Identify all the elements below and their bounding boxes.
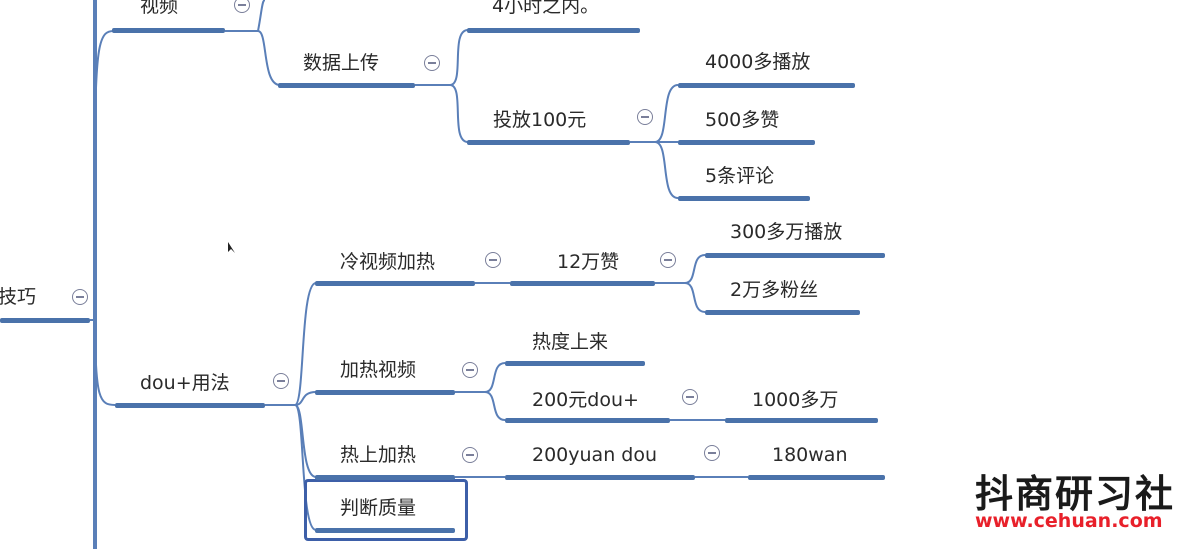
branch-underline [678, 196, 810, 201]
collapse-icon[interactable] [424, 55, 440, 71]
node-hot-boost[interactable]: 热上加热 [340, 444, 417, 466]
node-judge-quality[interactable]: 判断质量 [340, 497, 417, 519]
collapse-icon[interactable] [234, 0, 250, 13]
mouse-cursor-icon [228, 242, 235, 253]
node-dou-usage[interactable]: dou+用法 [140, 372, 230, 394]
node-cold-video-boost[interactable]: 冷视频加热 [340, 251, 436, 273]
node-fans-20k[interactable]: 2万多粉丝 [730, 279, 819, 301]
collapse-icon[interactable] [485, 252, 501, 268]
node-plays-4000[interactable]: 4000多播放 [705, 51, 811, 73]
watermark-title: 抖商研习社 [975, 472, 1176, 516]
branch-underline [467, 140, 630, 145]
branch-underline [315, 390, 455, 395]
collapse-icon[interactable] [273, 373, 289, 389]
collapse-icon[interactable] [660, 252, 676, 268]
branch-underline [0, 318, 90, 323]
node-comments-5[interactable]: 5条评论 [705, 165, 775, 187]
branch-underline [315, 528, 455, 533]
node-data-upload[interactable]: 数据上传 [303, 52, 380, 74]
selected-node-frame [304, 479, 468, 541]
branch-underline [725, 418, 878, 423]
collapse-icon[interactable] [462, 362, 478, 378]
watermark-url: www.cehuan.com [975, 510, 1163, 532]
branch-underline [705, 253, 885, 258]
node-video[interactable]: 视频 [140, 0, 179, 17]
branch-underline [315, 281, 475, 286]
collapse-icon[interactable] [682, 389, 698, 405]
branch-underline [748, 475, 885, 480]
collapse-icon[interactable] [637, 109, 653, 125]
node-yuan-dou-200[interactable]: 200yuan dou [532, 444, 658, 466]
branch-underline [112, 28, 225, 33]
node-wan-180[interactable]: 180wan [772, 444, 848, 466]
branch-underline [505, 361, 645, 366]
branch-underline [278, 83, 415, 88]
node-likes-120k[interactable]: 12万赞 [557, 251, 620, 273]
node-heat-rising[interactable]: 热度上来 [532, 331, 609, 353]
node-likes-500[interactable]: 500多赞 [705, 109, 780, 131]
node-within-4h[interactable]: 4小时之内。 [492, 0, 600, 17]
branch-underline [505, 418, 670, 423]
node-boost-video[interactable]: 加热视频 [340, 359, 417, 381]
node-spend-100[interactable]: 投放100元 [493, 109, 587, 131]
branch-underline [115, 403, 265, 408]
collapse-icon[interactable] [462, 447, 478, 463]
collapse-icon[interactable] [704, 445, 720, 461]
branch-underline [510, 281, 655, 286]
node-skills[interactable]: 技巧 [0, 286, 37, 308]
node-dou-200[interactable]: 200元dou+ [532, 389, 639, 411]
node-plays-3m[interactable]: 300多万播放 [730, 221, 843, 243]
node-over-10m[interactable]: 1000多万 [752, 389, 839, 411]
branch-underline [467, 28, 640, 33]
branch-underline [678, 140, 815, 145]
branch-underline [505, 475, 695, 480]
branch-underline [705, 310, 860, 315]
collapse-icon[interactable] [72, 289, 88, 305]
branch-underline [315, 475, 455, 480]
branch-underline [678, 83, 855, 88]
